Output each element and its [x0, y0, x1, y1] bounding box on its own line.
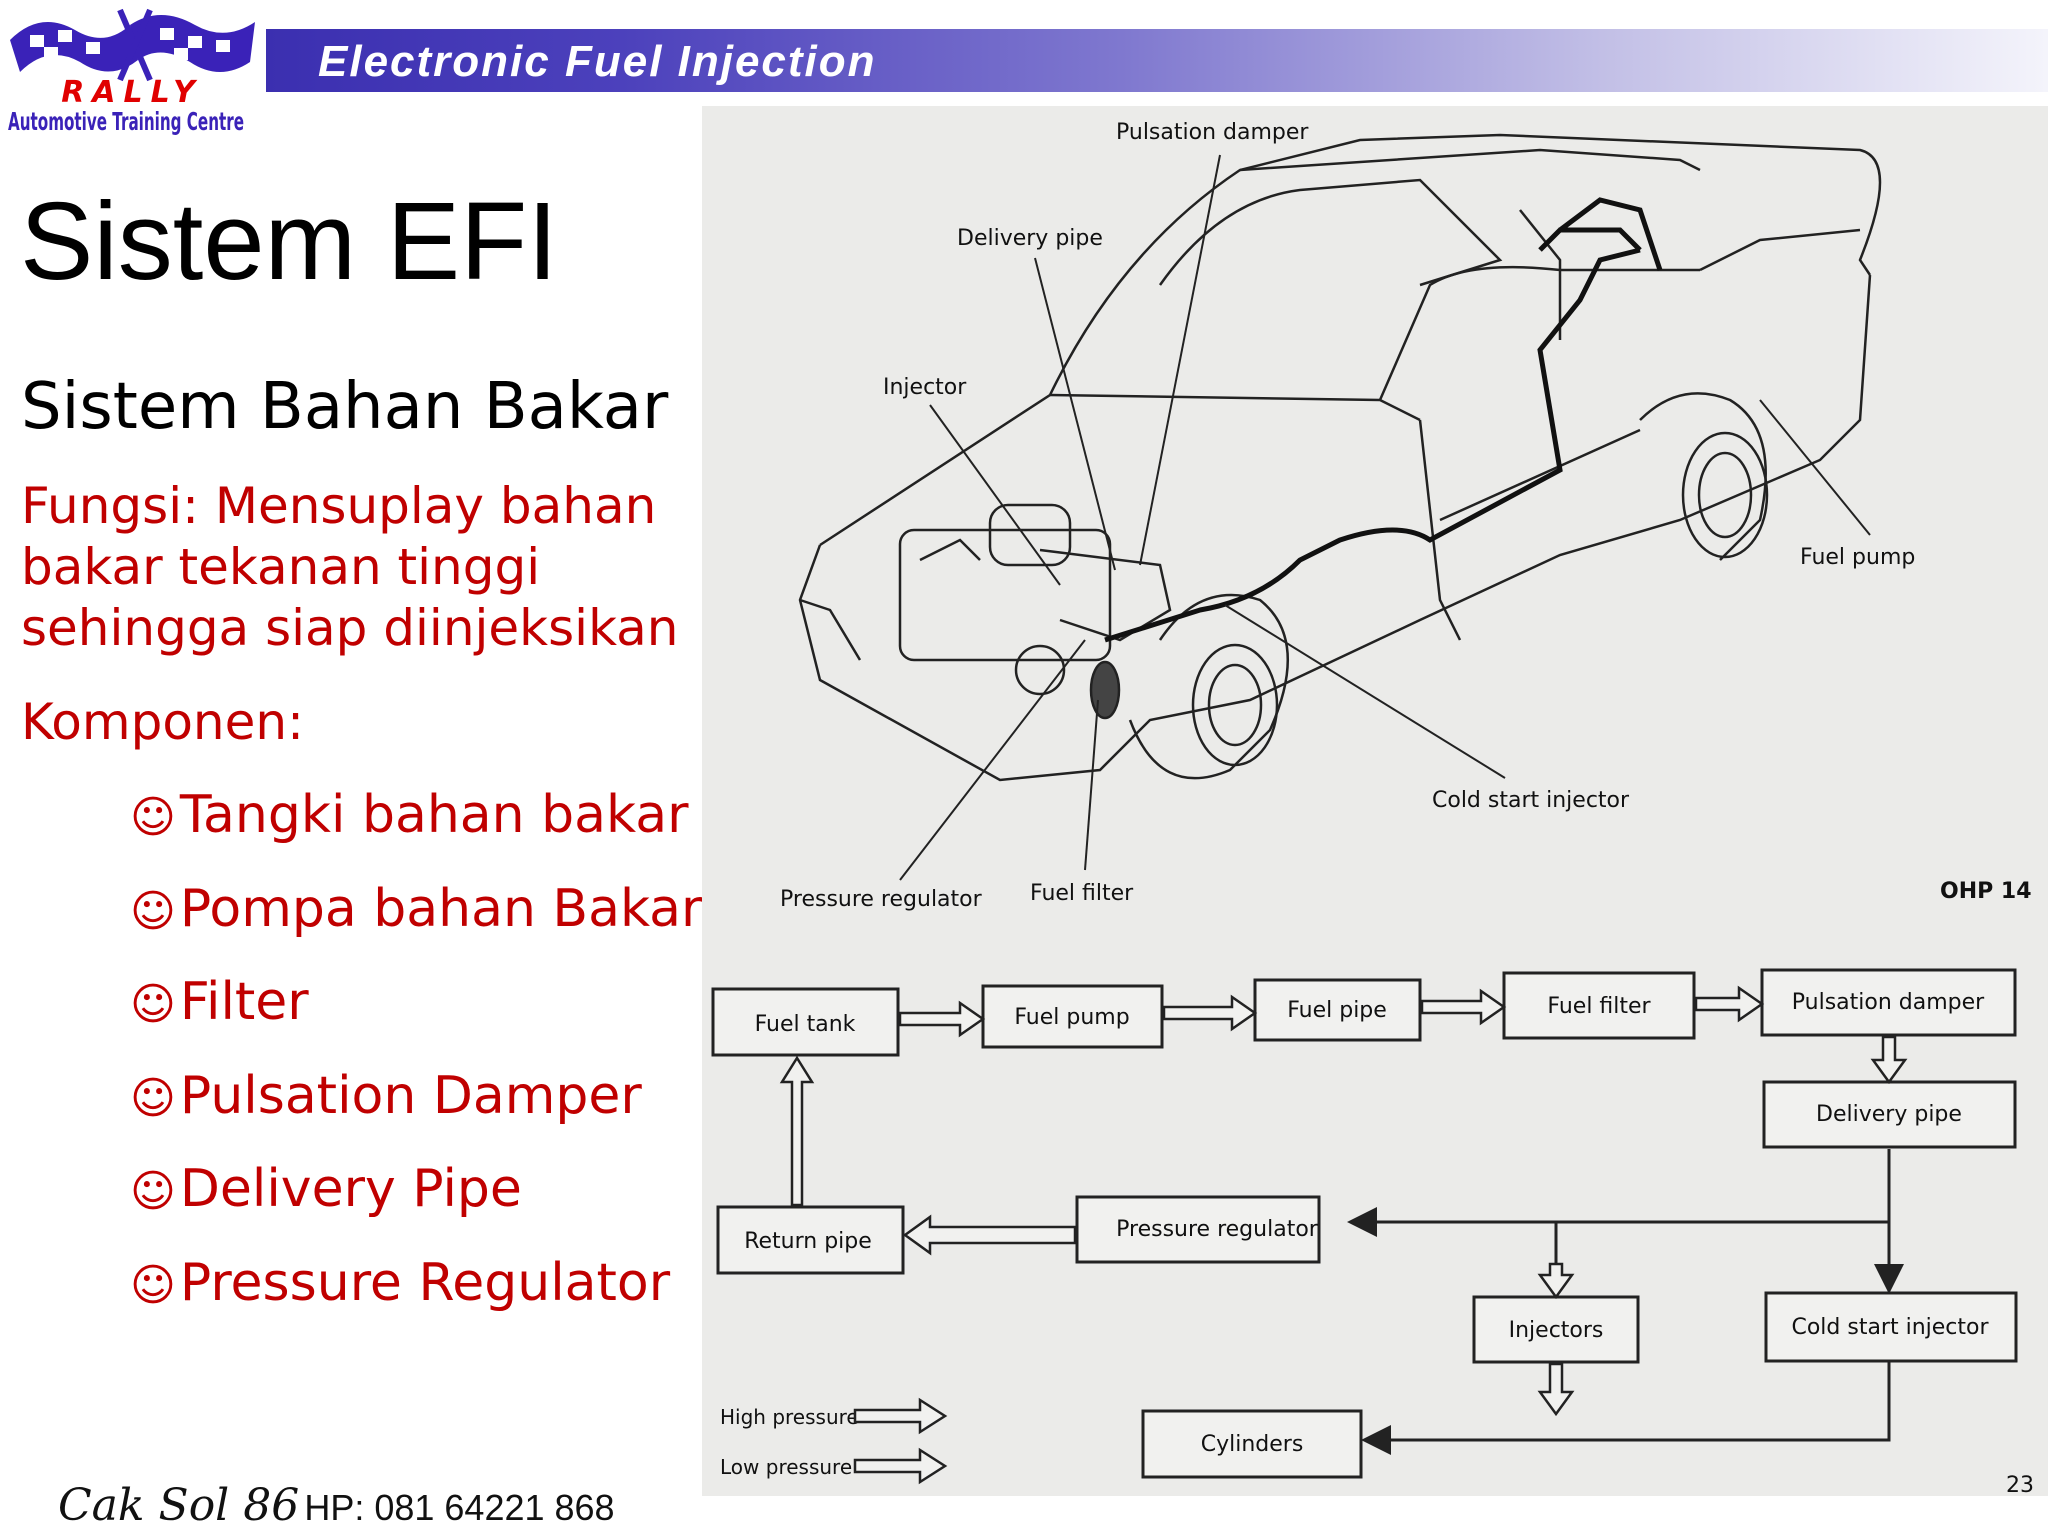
legend-low-pressure: Low pressure — [720, 1455, 852, 1479]
fuel-system-illustration: Pulsation damper Delivery pipe Injector … — [702, 106, 2048, 1496]
list-item-label: Filter — [179, 972, 309, 1032]
flow-fuel-tank: Fuel tank — [755, 1012, 856, 1037]
function-text: Fungsi: Mensuplay bahan bakar tekanan ti… — [21, 477, 679, 657]
list-item-label: Pulsation Damper — [179, 1065, 642, 1126]
smiley-bullet-icon: ☺ — [130, 885, 176, 937]
smiley-bullet-icon: ☺ — [130, 1072, 176, 1124]
list-item-label: Delivery Pipe — [179, 1159, 522, 1219]
checkered-flag-icon — [10, 8, 255, 82]
smiley-bullet-icon: ☺ — [130, 1166, 176, 1217]
flow-return-pipe: Return pipe — [744, 1229, 872, 1254]
injector-label: Injector — [883, 375, 967, 400]
list-item-label: Pompa bahan Bakar — [179, 878, 703, 939]
flow-fuel-pipe: Fuel pipe — [1287, 998, 1387, 1023]
list-item: ☺Pressure Regulator — [130, 1253, 702, 1347]
callout-lines — [899, 154, 1871, 881]
flow-cold-start-injector: Cold start injector — [1791, 1315, 1989, 1340]
list-item: ☺Pulsation Damper — [130, 1066, 702, 1160]
slide-subtitle: Sistem Bahan Bakar — [21, 370, 669, 444]
header-banner: Electronic Fuel Injection — [266, 29, 2048, 92]
flow-fuel-pump: Fuel pump — [1014, 1005, 1129, 1030]
fuel-pump-label: Fuel pump — [1800, 545, 1915, 570]
components-heading: Komponen: — [21, 693, 304, 751]
signature: Cak Sol 86 — [58, 1480, 300, 1531]
flow-delivery-pipe: Delivery pipe — [1816, 1102, 1962, 1127]
logo-tagline: Automotive Training Centre — [8, 107, 244, 136]
ohp-label: OHP 14 — [1940, 879, 2032, 904]
pressure-regulator-label: Pressure regulator — [780, 887, 983, 912]
flow-pulsation-damper: Pulsation damper — [1792, 990, 1985, 1015]
high-pressure-arrow-icon — [853, 1397, 948, 1435]
page-number: 23 — [2006, 1473, 2034, 1496]
smiley-bullet-icon: ☺ — [130, 792, 176, 843]
flow-cylinders: Cylinders — [1201, 1432, 1304, 1457]
flow-injectors: Injectors — [1509, 1318, 1604, 1343]
header-title: Electronic Fuel Injection — [318, 37, 877, 86]
smiley-bullet-icon: ☺ — [130, 1259, 176, 1311]
car-drawing — [798, 133, 1882, 782]
low-pressure-arrow-icon — [853, 1447, 948, 1485]
list-item-label: Pressure Regulator — [179, 1252, 671, 1313]
flow-diagram: Fuel tank Fuel pump Fuel pipe Fuel filte… — [711, 968, 2018, 1479]
cold-start-injector-label: Cold start injector — [1432, 788, 1630, 813]
footer: Cak Sol 86 HP: 081 64221 868 — [58, 1480, 615, 1531]
slide-title: Sistem EFI — [20, 180, 558, 303]
logo-word: RALLY — [61, 75, 203, 110]
rally-logo: RALLY Automotive Training Centre — [0, 0, 265, 140]
fuel-filter-label: Fuel filter — [1030, 881, 1134, 906]
fuel-line — [1104, 197, 1663, 643]
flow-pressure-regulator: Pressure regulator — [1116, 1217, 1319, 1242]
delivery-pipe-label: Delivery pipe — [957, 226, 1103, 251]
pulsation-damper-label: Pulsation damper — [1116, 120, 1309, 145]
engine-drawing — [898, 503, 1172, 720]
illustration-labels: Pulsation damper Delivery pipe Injector … — [780, 120, 2032, 912]
list-item: ☺Tangki bahan bakar — [130, 785, 702, 879]
list-item: ☺Filter — [130, 972, 702, 1066]
list-item-label: Tangki bahan bakar — [179, 785, 689, 845]
list-item: ☺Pompa bahan Bakar — [130, 879, 702, 973]
flow-fuel-filter: Fuel filter — [1547, 994, 1651, 1019]
phone-number: HP: 081 64221 868 — [304, 1487, 615, 1528]
smiley-bullet-icon: ☺ — [130, 979, 176, 1030]
components-list: ☺Tangki bahan bakar ☺Pompa bahan Bakar ☺… — [130, 785, 702, 1346]
pressure-legend: High pressure Low pressure — [720, 1397, 948, 1485]
list-item: ☺Delivery Pipe — [130, 1159, 702, 1253]
legend-high-pressure: High pressure — [720, 1405, 859, 1429]
